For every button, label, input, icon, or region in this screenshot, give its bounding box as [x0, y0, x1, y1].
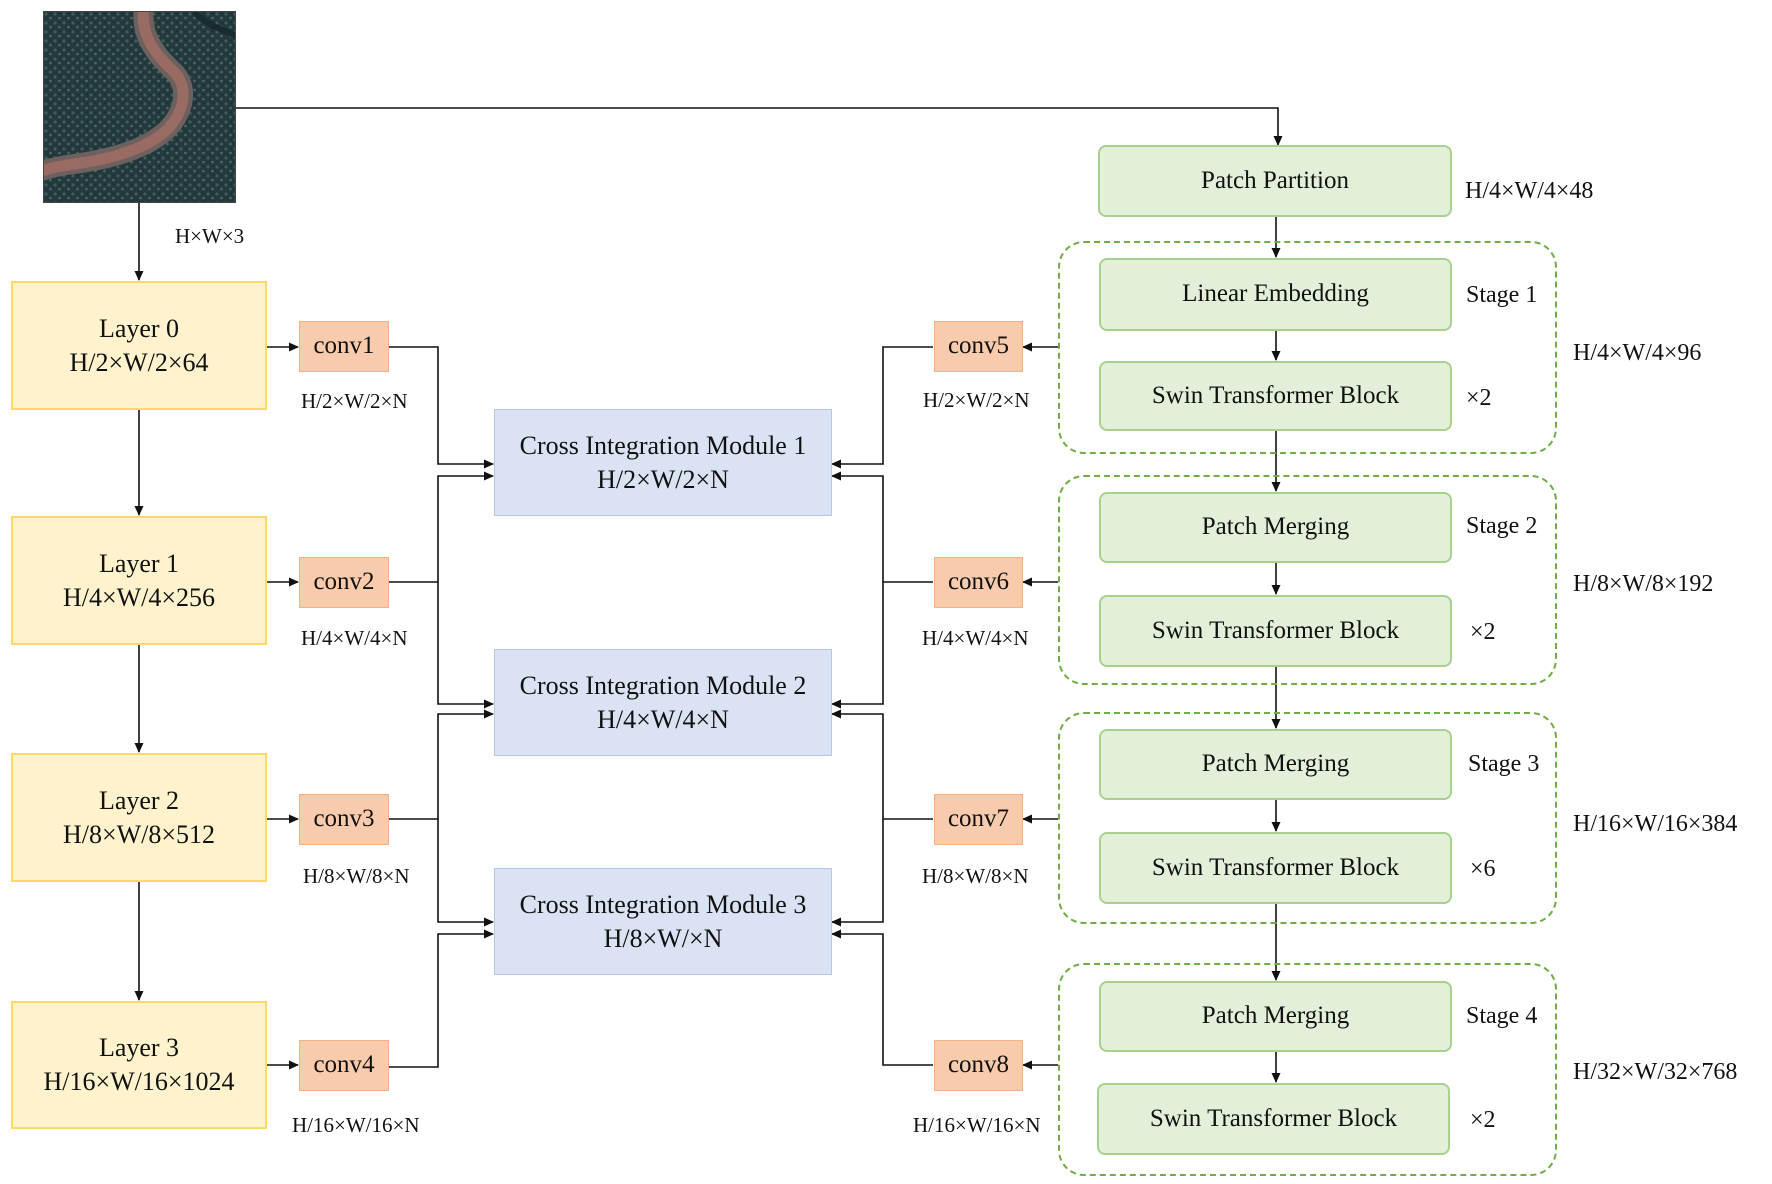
arrow-image-to-patch-partition	[236, 107, 1283, 146]
stage1-repeat: ×2	[1466, 385, 1492, 411]
conv8-box: conv8	[934, 1040, 1023, 1091]
stage1-first-box: Linear Embedding	[1099, 258, 1452, 331]
stage4-container	[1058, 963, 1557, 1176]
stage3-container	[1058, 712, 1557, 924]
cim2-box: Cross Integration Module 2 H/4×W/4×N	[494, 649, 832, 756]
stage4-label: Stage 4	[1466, 1003, 1538, 1029]
layer0-dim: H/2×W/2×64	[69, 347, 209, 377]
input-dim-label: H×W×3	[175, 224, 245, 248]
stage3-dim: H/16×W/16×384	[1573, 811, 1738, 837]
layer1-dim: H/4×W/4×256	[62, 582, 216, 612]
stage2-first-box: Patch Merging	[1099, 492, 1452, 563]
stage4-repeat: ×2	[1470, 1107, 1496, 1133]
layer0-box: Layer 0 H/2×W/2×64	[11, 281, 267, 410]
stage2-repeat: ×2	[1470, 619, 1496, 645]
arrow-conv7-to-cim3	[831, 819, 884, 927]
cim1-name: Cross Integration Module 1	[519, 430, 807, 460]
layer2-box: Layer 2 H/8×W/8×512	[11, 753, 267, 882]
arrow-conv6-to-cim2	[831, 582, 884, 709]
arrow-conv1-to-cim1	[389, 346, 494, 469]
conv6-dim: H/4×W/4×N	[922, 626, 1029, 650]
stage1-dim: H/4×W/4×96	[1573, 340, 1702, 366]
patch-partition-dim: H/4×W/4×48	[1465, 178, 1594, 204]
stage4-dim: H/32×W/32×768	[1573, 1059, 1738, 1085]
layer3-name: Layer 3	[98, 1033, 180, 1063]
cim1-box: Cross Integration Module 1 H/2×W/2×N	[494, 409, 832, 516]
stage3-repeat: ×6	[1470, 856, 1496, 882]
input-satellite-image	[43, 11, 236, 203]
satellite-image-graphic	[44, 12, 235, 202]
conv3-dim: H/8×W/8×N	[303, 864, 410, 888]
cim1-dim: H/2×W/2×N	[597, 464, 729, 494]
conv4-box: conv4	[299, 1040, 389, 1091]
arrow-conv2-to-cim2	[437, 582, 494, 709]
cim3-dim: H/8×W/×N	[603, 923, 723, 953]
arrow-conv3-to-cim3	[437, 819, 494, 927]
arrow-conv3-to-cim2	[389, 709, 494, 820]
conv2-box: conv2	[299, 557, 389, 608]
cim3-box: Cross Integration Module 3 H/8×W/×N	[494, 868, 832, 975]
stage2-label: Stage 2	[1466, 513, 1538, 539]
layer0-name: Layer 0	[98, 313, 180, 343]
conv6-box: conv6	[934, 557, 1023, 608]
stage3-label: Stage 3	[1468, 751, 1540, 777]
stage2-dim: H/8×W/8×192	[1573, 571, 1714, 597]
conv2-dim: H/4×W/4×N	[301, 626, 408, 650]
stage3-block-box: Swin Transformer Block	[1099, 832, 1452, 904]
cim3-name: Cross Integration Module 3	[519, 889, 807, 919]
cim2-dim: H/4×W/4×N	[597, 704, 729, 734]
stage3-first-box: Patch Merging	[1099, 729, 1452, 800]
conv3-box: conv3	[299, 794, 389, 845]
conv7-box: conv7	[934, 794, 1023, 845]
conv1-dim: H/2×W/2×N	[301, 389, 408, 413]
layer2-dim: H/8×W/8×512	[62, 819, 216, 849]
layer3-dim: H/16×W/16×1024	[43, 1067, 235, 1096]
conv7-dim: H/8×W/8×N	[922, 864, 1029, 888]
arrow-conv7-to-cim2	[831, 709, 933, 820]
cim2-name: Cross Integration Module 2	[519, 670, 807, 700]
layer1-name: Layer 1	[98, 548, 180, 578]
stage2-container	[1058, 475, 1557, 685]
stage1-container	[1058, 241, 1557, 454]
stage1-block-box: Swin Transformer Block	[1099, 361, 1452, 431]
layer1-box: Layer 1 H/4×W/4×256	[11, 516, 267, 645]
arrow-conv5-to-cim1	[831, 346, 933, 469]
layer3-box: Layer 3 H/16×W/16×1024	[11, 1001, 267, 1129]
stage4-first-box: Patch Merging	[1099, 981, 1452, 1052]
stage4-block-box: Swin Transformer Block	[1097, 1083, 1450, 1155]
conv1-box: conv1	[299, 321, 389, 372]
stage2-block-box: Swin Transformer Block	[1099, 595, 1452, 667]
layer2-name: Layer 2	[98, 785, 180, 815]
patch-partition-box: Patch Partition	[1098, 145, 1452, 217]
conv8-dim: H/16×W/16×N	[913, 1113, 1041, 1137]
stage1-label: Stage 1	[1466, 282, 1538, 308]
arrow-conv2-to-cim1	[389, 471, 494, 583]
arrow-conv8-to-cim3	[831, 929, 933, 1066]
arrow-conv4-to-cim3	[389, 929, 494, 1068]
conv4-dim: H/16×W/16×N	[292, 1113, 420, 1137]
arrow-conv6-to-cim1	[831, 471, 933, 583]
conv5-dim: H/2×W/2×N	[923, 388, 1030, 412]
conv5-box: conv5	[934, 321, 1023, 372]
